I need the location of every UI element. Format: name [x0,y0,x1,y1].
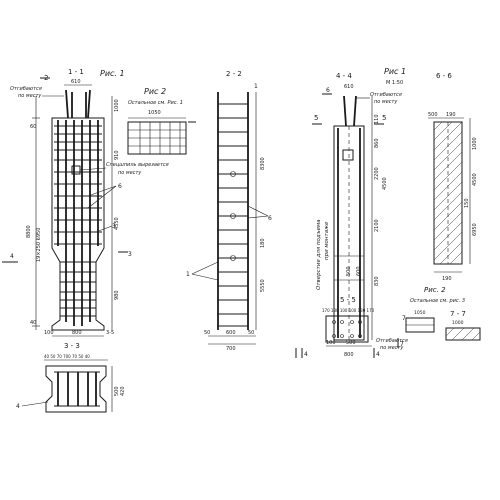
fig2-mark-1b: 1 [254,83,258,90]
fig2-section-22: 2 - 2 [226,70,242,78]
fig1-dim-1000: 1000 [114,99,120,112]
fig1-mark-4: 4 [10,253,14,260]
fig1-dim-100: 100 [44,330,54,336]
fig4-mark-7: 7 [400,341,404,348]
fig3-dim-500b: 500 [346,340,356,346]
fig1-dim-500: 500 [114,386,120,396]
fig4-note: Остальное см. рис. 3 [410,298,465,304]
fig1-dim-40: 40 [30,320,36,326]
fig4-dim-1050: 1050 [414,310,426,316]
fig4-caption: Рис. 2 [424,286,446,294]
fig1-cut-note-1: Спецшпиль вырезается [106,162,169,168]
fig4-dim-190b: 190 [442,276,452,282]
fig2-mark-1: 1 [186,271,190,278]
fig3-caption: Рис 1 [384,67,406,76]
fig4-dim-4500: 4500 [472,173,478,186]
fig1-dim-4550: 4550 [114,217,120,230]
fig3-scale: М 1:50 [386,80,403,86]
fig3-dim-500: 500 [346,266,352,276]
fig1-dim-60: 60 [30,124,36,130]
fig1-mark-35: 3-5 [106,330,114,336]
fig2-dim-50b: 50 [248,330,254,336]
fig3-dim-4500: 4500 [382,177,388,190]
fig4-dim-1000: 1000 [472,137,478,150]
fig2-dim-1050: 1050 [148,110,161,116]
fig3-mark-5b: 5 [382,114,386,122]
fig3-dim-610: 610 [344,84,354,90]
fig2-dim-5550: 5550 [260,279,266,292]
fig1-dim-800: 800 [72,330,82,336]
fig2-dim-700: 700 [226,346,236,352]
fig3-dim-800: 800 [344,352,354,358]
fig2-dim-8300: 8300 [260,157,266,170]
fig4-section-77: 7 - 7 [450,310,466,318]
fig2-dim-180: 180 [260,238,266,248]
fig1-section-label: 1 - 1 [68,68,84,76]
fig1-cut-note-2: по месту [118,170,142,176]
fig3-dims-55: 170 130 100 100 130 170 [322,308,375,313]
fig3-mark-4b: 4 [376,351,380,358]
fig4-dim-500: 500 [428,112,438,118]
fig3-section-44: 4 - 4 [336,72,352,80]
fig1-dim-6950: 19×250 6950 [36,228,42,262]
fig2-note: Остальное см. Рис. 1 [128,100,183,106]
fig1-dim-980: 980 [114,290,120,300]
fig2-caption: Рис 2 [144,87,166,96]
fig3-bend-note-2: по месту [374,99,398,105]
fig3-section-55: 5 - 5 [340,296,356,304]
fig1-mark-3: 3 [112,223,116,230]
fig1-mark-6: 6 [118,183,122,190]
fig3-dim-2200: 2200 [374,167,380,180]
fig2-mark-6: 6 [268,215,272,222]
fig4-dim-1000b: 1000 [452,320,464,326]
fig4-dim-190: 190 [446,112,456,118]
fig1-bend-note-2: по месту [18,93,42,99]
fig2-dim-50a: 50 [204,330,210,336]
fig3-mark-7: 7 [402,315,406,322]
section-marks [2,121,297,358]
fig1-caption: Рис. 1 [100,69,125,78]
fig3-bend-note-1: Отгибаются [370,92,402,98]
figure-3: 4 - 4 Рис 1 М 1:50 6 610 Отгибаются по м… [301,67,408,358]
fig3-vertical-note-2: при монтаже [324,221,330,260]
fig3-mark-6: 6 [326,87,330,94]
fig4-dim-150: 150 [464,198,470,208]
fig3-dim-110: 110 [374,114,380,124]
fig1-mark-4b: 4 [16,403,20,410]
fig1-section-33: 3 - 3 [64,342,80,350]
fig3-mark-5: 5 [314,114,318,122]
fig3-dim-830: 830 [374,276,380,286]
fig1-dims-33: 40 50 70 700 70 50 40 [44,354,90,359]
fig3-bend-note-4: по месту [380,345,404,351]
fig3-dim-600: 600 [356,266,362,276]
fig4-dim-6950: 6950 [472,223,478,236]
fig3-dim-100: 100 [326,340,336,346]
fig1-dim-910: 910 [114,150,120,160]
fig3-mark-4: 4 [304,351,308,358]
fig3-dim-2100: 2100 [374,219,380,232]
fig3-dim-860: 860 [374,138,380,148]
fig1-dim-8800: 8800 [26,225,32,238]
fig1-mark-3b: 3 [128,251,132,258]
figure-1: 1 - 1 Рис. 1 610 Отгибаются по месту 2 [8,68,169,413]
fig1-bend-note-1: Отгибаются [10,86,42,92]
fig3-bend-note-3: Отгибаются [376,338,408,344]
figure-2: Рис 2 Остальное см. Рис. 1 1050 2 - 2 [127,70,272,352]
fig1-dim-420: 420 [120,386,126,396]
figure-4: 6 - 6 500 190 1000 4500 150 6950 [397,72,481,348]
fig2-dim-600: 600 [226,330,236,336]
fig3-vertical-note-1: Отверстие для подъема [316,219,322,290]
fig1-top-width: 610 [71,79,81,85]
fig4-section-66: 6 - 6 [436,72,452,80]
